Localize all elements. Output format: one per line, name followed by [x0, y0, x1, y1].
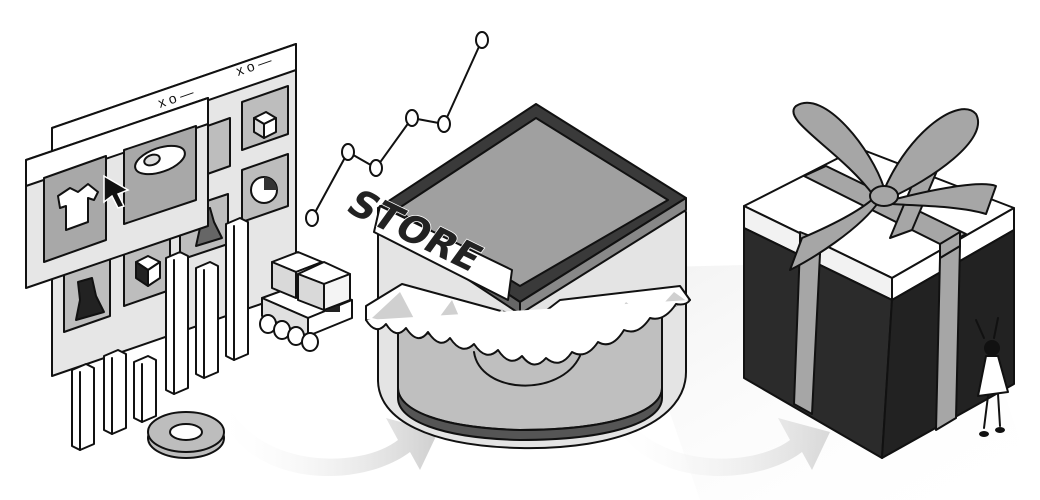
robot-wheel — [301, 332, 319, 352]
bar-column — [103, 349, 127, 435]
trend-point — [405, 109, 419, 127]
gift-box-icon — [743, 101, 1015, 459]
shoe-icon — [134, 144, 186, 176]
gear-icon — [147, 411, 225, 459]
front-browser-window: x o — — [25, 84, 209, 289]
cardboard-box — [297, 261, 351, 311]
delivery-robot — [259, 251, 353, 352]
bar-column — [225, 217, 249, 361]
trend-point — [475, 31, 489, 49]
bar-column — [195, 261, 219, 379]
trend-line — [305, 31, 489, 227]
trend-point — [305, 209, 319, 227]
trend-point — [341, 143, 355, 161]
store-building: STORE — [337, 103, 1040, 500]
arrow-cursor-icon — [103, 174, 130, 209]
pie-chart-icon — [250, 176, 278, 204]
cube-icon — [135, 255, 161, 287]
person-figure — [975, 317, 1009, 437]
box-icon — [253, 111, 277, 139]
dress-icon-2 — [75, 277, 105, 321]
bar-columns — [71, 217, 249, 451]
trend-point — [369, 159, 383, 177]
trend-point — [437, 115, 451, 133]
gift-ribbon — [789, 101, 997, 431]
bar-column — [71, 363, 95, 451]
tshirt-icon — [57, 183, 99, 231]
store-awning — [365, 283, 691, 387]
bar-column — [133, 355, 157, 423]
flow-arrow-left — [214, 392, 438, 477]
bar-column — [165, 251, 189, 395]
